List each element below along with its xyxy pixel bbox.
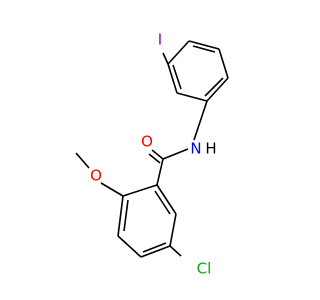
bond-ring1-5 [176, 92, 208, 102]
bond-ring2-4-inner [142, 242, 167, 253]
bond-ring1-6 [167, 63, 178, 94]
bond-i-c [162, 52, 169, 65]
bond-ring1-4 [206, 77, 229, 102]
bond-ring2-3 [117, 235, 142, 258]
bonds [75, 40, 229, 258]
bond-ring2-6-inner [154, 190, 171, 215]
bond-ring2-1 [122, 184, 158, 197]
amide-nitrogen-label: N [190, 140, 201, 158]
bond-o-methyl [75, 152, 90, 169]
bond-c-n [193, 100, 208, 141]
bond-ring-o-methoxy [100, 182, 124, 197]
bond-ring1-4-inner [204, 77, 224, 97]
bond-ring2-4 [140, 245, 171, 258]
bond-ring1-3 [218, 48, 229, 79]
methoxy-oxygen-label: O [90, 167, 102, 185]
atom-labels: I N H O O Cl [90, 31, 217, 278]
bond-ring1-6-inner [172, 64, 182, 90]
chlorine-label: Cl [197, 260, 212, 278]
bond-ring2-5 [169, 213, 177, 247]
bond-ring1-1 [167, 40, 190, 65]
bond-carbonyl-o-1 [151, 149, 164, 160]
bond-ring2-2 [117, 195, 124, 237]
bond-ring1-2-inner [192, 45, 216, 53]
molecule-structure: I N H O O Cl [75, 31, 229, 278]
bond-ring1-2 [188, 40, 220, 50]
bond-carbonyl-ring [156, 158, 164, 186]
amide-hydrogen-label: H [205, 140, 216, 158]
bond-carbonyl-o-2 [148, 153, 161, 164]
bond-ring-cl [169, 245, 182, 257]
carbonyl-oxygen-label: O [141, 133, 153, 151]
iodine-label: I [158, 31, 162, 49]
bond-ring2-6 [156, 184, 177, 215]
bond-n-carbonyl [162, 148, 189, 160]
bond-ring2-2-inner [123, 199, 129, 232]
